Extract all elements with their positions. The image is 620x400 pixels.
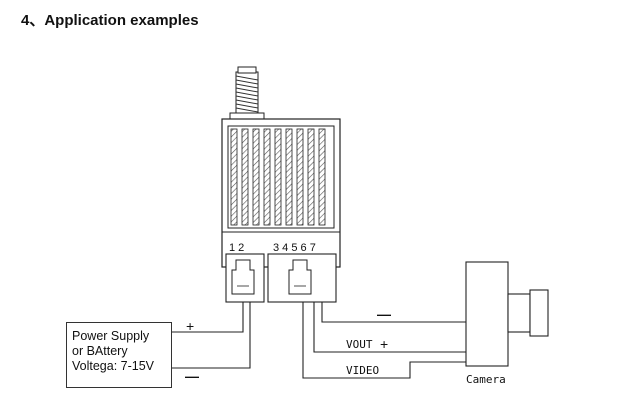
video-label: VIDEO <box>346 364 379 377</box>
wire-camera-ground <box>321 302 466 323</box>
camera <box>465 261 549 367</box>
camera-label: Camera <box>466 373 506 386</box>
power-supply-box: Power Supply or BAttery Voltega: 7-15V <box>66 322 172 388</box>
wire-vout <box>313 302 466 353</box>
pin-numbers-left: 1 2 <box>229 242 244 254</box>
psu-plus-sign: + <box>186 318 194 334</box>
transmitter-module <box>221 118 341 268</box>
camera-minus-sign: — <box>377 306 391 322</box>
power-supply-line2: or BAttery <box>72 344 128 358</box>
antenna-connector <box>229 66 265 121</box>
power-supply-line1: Power Supply <box>72 329 150 343</box>
pin-numbers-right: 3 4 5 6 7 <box>273 242 316 254</box>
power-connector <box>225 253 265 303</box>
heatsink-fins <box>230 128 326 226</box>
wires <box>172 302 466 379</box>
wire-power-minus <box>172 302 251 369</box>
vout-label: VOUT <box>346 338 373 351</box>
wire-video <box>302 302 466 379</box>
power-supply-line3: Voltega: 7-15V <box>72 359 155 373</box>
section-heading: 4、Application examples <box>21 12 199 29</box>
psu-minus-sign: — <box>185 368 199 384</box>
vout-plus-sign: + <box>380 336 388 352</box>
signal-connector <box>267 253 337 303</box>
wire-power-plus <box>172 302 244 333</box>
